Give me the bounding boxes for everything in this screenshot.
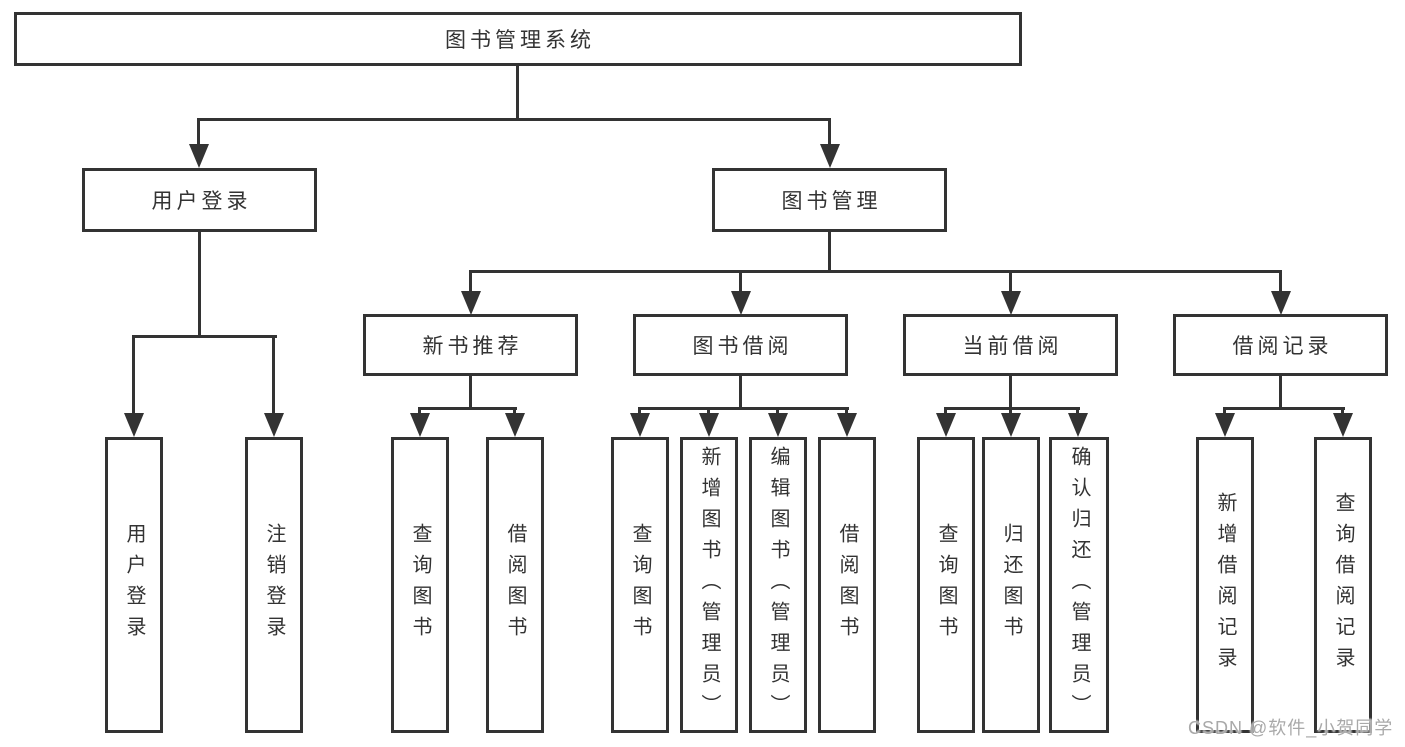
connector-borrowing-records-branch (1223, 407, 1345, 410)
connector-root-stub (516, 64, 519, 120)
connector-book-borrowing-stub (739, 374, 742, 409)
leaf-edit-book-admin: 编辑图书（管理员） (749, 437, 807, 733)
connector-user-login-stub (198, 230, 201, 337)
arrow-to-leaf-query-books-2 (629, 407, 650, 437)
leaf-return-book: 归还图书 (982, 437, 1040, 733)
arrow-to-leaf-user-login (123, 335, 144, 437)
arrow-to-new-book-recommendation (460, 270, 481, 315)
node-new-book-recommendation: 新书推荐 (363, 314, 578, 376)
arrow-to-leaf-query-books-1 (409, 407, 430, 437)
connector-current-borrowing-stub (1009, 374, 1012, 409)
node-borrowing-records: 借阅记录 (1173, 314, 1388, 376)
leaf-query-books-3: 查询图书 (917, 437, 975, 733)
leaf-confirm-return-admin: 确认归还（管理员） (1049, 437, 1109, 733)
arrow-to-book-management (819, 118, 840, 168)
leaf-add-borrow-record: 新增借阅记录 (1196, 437, 1254, 733)
leaf-query-borrow-record: 查询借阅记录 (1314, 437, 1372, 733)
arrow-to-current-borrowing (1000, 270, 1021, 315)
arrow-to-leaf-logout (263, 335, 284, 437)
arrow-to-leaf-borrow-books-2 (836, 407, 857, 437)
node-book-borrowing: 图书借阅 (633, 314, 848, 376)
node-user-login: 用户登录 (82, 168, 317, 232)
node-library-management-system: 图书管理系统 (14, 12, 1022, 66)
leaf-borrow-books-1: 借阅图书 (486, 437, 544, 733)
connector-new-book-recommendation-stub (469, 374, 472, 409)
arrow-to-leaf-add-borrow-record (1214, 407, 1235, 437)
arrow-to-user-login (188, 118, 209, 168)
connector-borrowing-records-stub (1279, 374, 1282, 409)
connector-new-book-recommendation-branch (418, 407, 517, 410)
node-book-management: 图书管理 (712, 168, 947, 232)
arrow-to-borrowing-records (1270, 270, 1291, 315)
arrow-to-leaf-borrow-books-1 (504, 407, 525, 437)
arrow-to-leaf-confirm-return (1067, 407, 1088, 437)
connector-user-login-branch (132, 335, 277, 338)
connector-book-management-stub (828, 230, 831, 272)
leaf-logout: 注销登录 (245, 437, 303, 733)
node-current-borrowing: 当前借阅 (903, 314, 1118, 376)
leaf-borrow-books-2: 借阅图书 (818, 437, 876, 733)
connector-level1-branch (198, 118, 831, 121)
arrow-to-leaf-return-book (1000, 407, 1021, 437)
connector-level3-branch (469, 270, 1282, 273)
arrow-to-leaf-add-book (698, 407, 719, 437)
arrow-to-book-borrowing (730, 270, 751, 315)
leaf-query-books-2: 查询图书 (611, 437, 669, 733)
connector-book-borrowing-branch (638, 407, 849, 410)
leaf-user-login: 用户登录 (105, 437, 163, 733)
arrow-to-leaf-query-books-3 (935, 407, 956, 437)
leaf-add-book-admin: 新增图书（管理员） (680, 437, 738, 733)
leaf-query-books-1: 查询图书 (391, 437, 449, 733)
csdn-watermark: CSDN @软件_小贺同学 (1188, 718, 1394, 738)
arrow-to-leaf-query-borrow-record (1332, 407, 1353, 437)
arrow-to-leaf-edit-book (767, 407, 788, 437)
connector-current-borrowing-branch (944, 407, 1080, 410)
